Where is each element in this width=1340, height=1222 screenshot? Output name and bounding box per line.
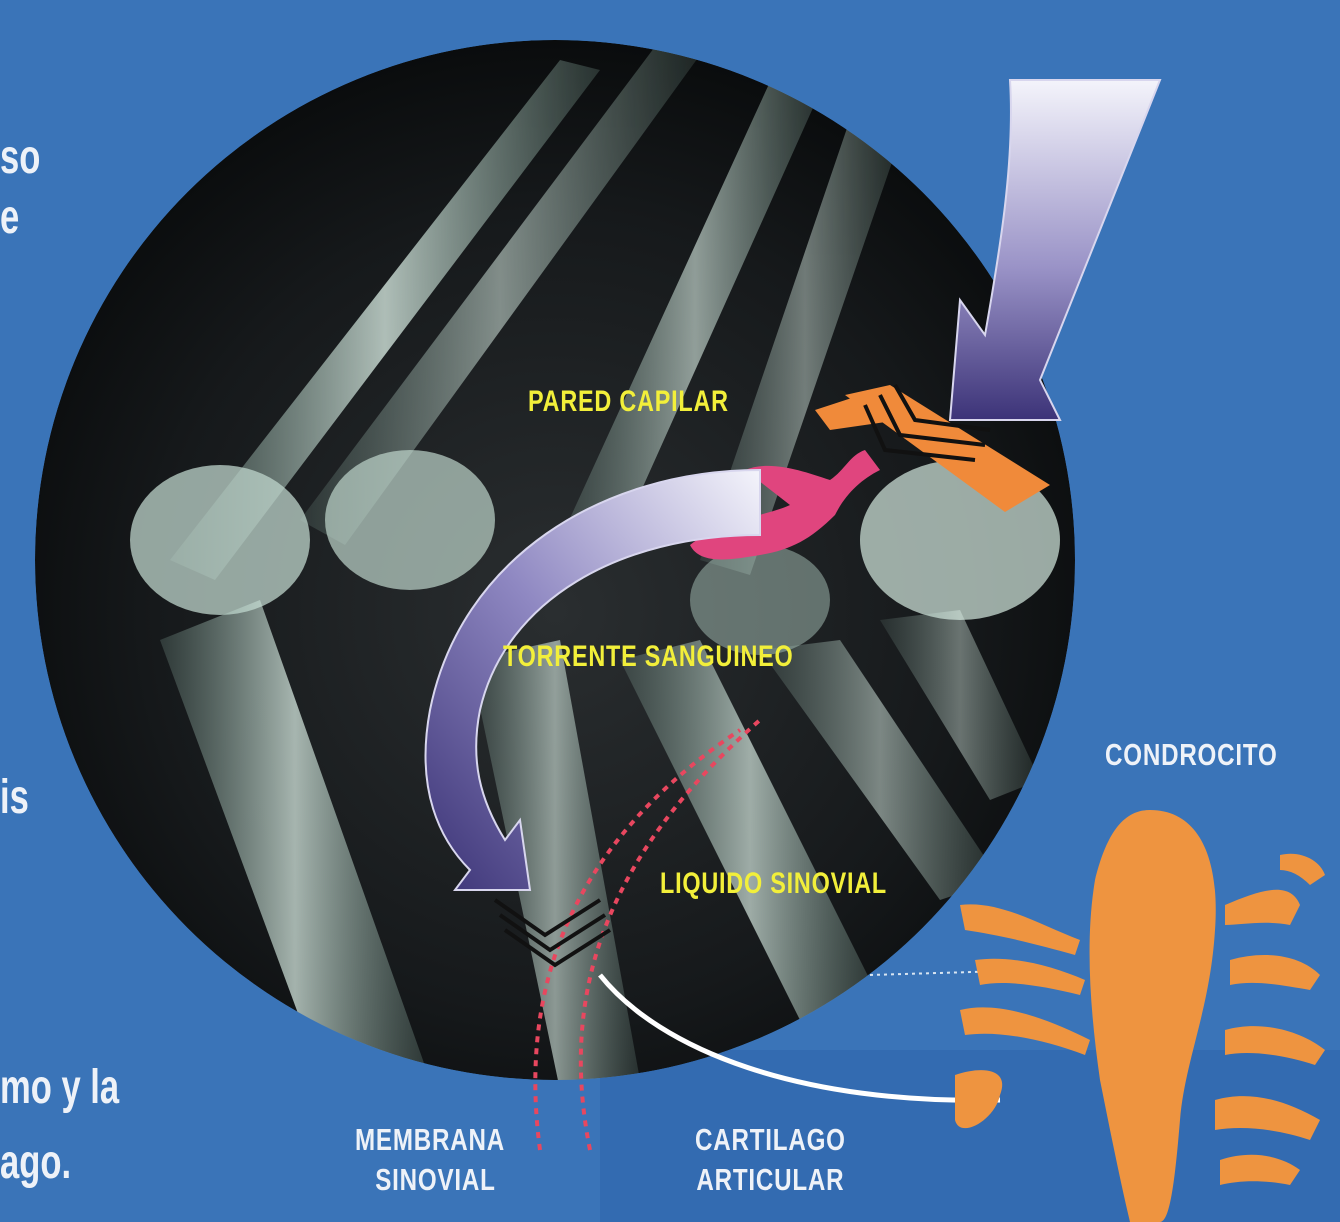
label-membrana-sinovial: MEMBRANA SINOVIAL	[355, 1120, 505, 1200]
label-articular: ARTICULAR	[695, 1160, 846, 1200]
label-liquido-sinovial: LIQUIDO SINOVIAL	[660, 867, 887, 901]
label-sinovial: SINOVIAL	[355, 1160, 505, 1200]
label-pared-capilar: PARED CAPILAR	[528, 385, 729, 419]
label-cartilago: CARTILAGO	[695, 1120, 846, 1160]
side-text-line1: so	[0, 130, 40, 185]
label-membrana: MEMBRANA	[355, 1120, 505, 1160]
label-cartilago-articular: CARTILAGO ARTICULAR	[695, 1120, 846, 1200]
side-text-line3: is	[0, 770, 29, 825]
side-text-line4: mo y la	[0, 1060, 119, 1115]
label-torrente-sanguineo: TORRENTE SANGUINEO	[503, 640, 794, 674]
side-text-line2: e	[0, 190, 19, 245]
side-text-line5: ago.	[0, 1135, 71, 1190]
label-condrocito: CONDROCITO	[1105, 735, 1278, 775]
